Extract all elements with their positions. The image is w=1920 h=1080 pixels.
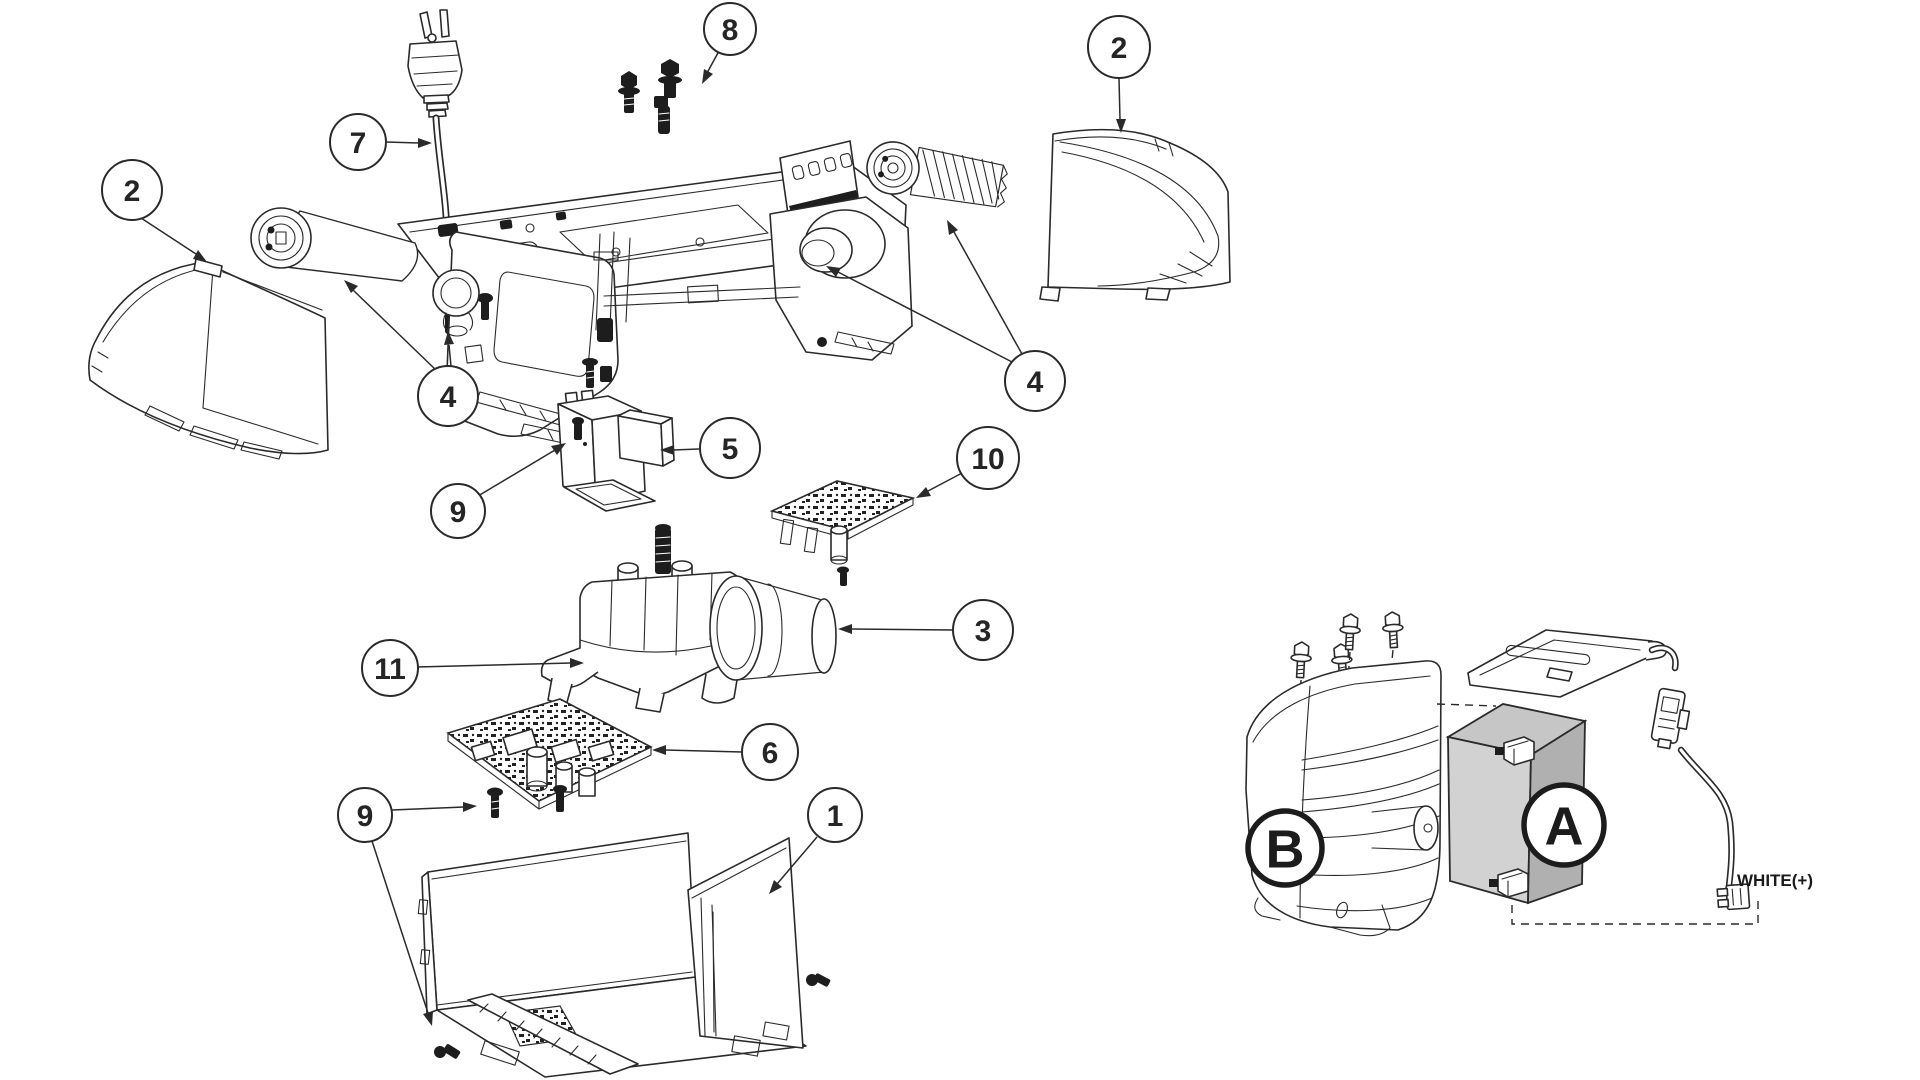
- svg-text:1: 1: [827, 800, 844, 833]
- receiver-board: [769, 480, 916, 586]
- battery-compartment-cover: [1245, 660, 1442, 937]
- callout-8: 8: [703, 2, 757, 56]
- callout-7: 7: [329, 113, 387, 171]
- svg-text:4: 4: [440, 381, 457, 414]
- svg-text:9: 9: [357, 800, 374, 833]
- svg-text:7: 7: [350, 127, 367, 160]
- svg-text:11: 11: [374, 653, 406, 686]
- leader-arrows: [140, 50, 1126, 1026]
- svg-text:5: 5: [722, 433, 739, 466]
- alignment-dashed-lines: [1436, 703, 1759, 925]
- callout-9-lower: 9: [337, 787, 393, 843]
- cover-screws: [434, 973, 831, 1059]
- svg-text:3: 3: [975, 615, 992, 648]
- callout-9-upper: 9: [430, 483, 486, 539]
- capacitor: [250, 207, 419, 282]
- callout-1: 1: [807, 787, 863, 843]
- bottom-cover: [417, 832, 807, 1078]
- mounting-bracket: [1467, 629, 1668, 698]
- motor: [709, 575, 837, 681]
- battery-terminal-bottom: [1489, 868, 1529, 898]
- wire-plug: [1716, 883, 1751, 911]
- ribbed-capacitor: [866, 141, 1008, 208]
- svg-text:10: 10: [971, 443, 1004, 476]
- svg-text:2: 2: [1111, 32, 1128, 65]
- callout-4-right: 4: [1004, 350, 1066, 412]
- transformer: [557, 358, 675, 512]
- logic-board: [446, 698, 653, 810]
- wire-color-label: WHITE(+): [1737, 871, 1813, 890]
- label-b: B: [1245, 808, 1325, 888]
- callout-2-right: 2: [1087, 15, 1151, 79]
- svg-text:6: 6: [762, 737, 779, 770]
- ring-grommet: [432, 269, 480, 337]
- svg-text:2: 2: [124, 175, 141, 208]
- callout-4-left: 4: [417, 365, 479, 427]
- callout-5: 5: [699, 417, 761, 479]
- end-cap-right: [1039, 128, 1231, 302]
- board-screws: [487, 785, 567, 818]
- callout-6: 6: [741, 723, 799, 781]
- callout-11: 11: [361, 639, 419, 697]
- svg-text:9: 9: [450, 496, 467, 529]
- svg-text:4: 4: [1027, 366, 1044, 399]
- wire-harness: [1648, 644, 1751, 911]
- wire-connector-top: [1650, 687, 1691, 750]
- battery-terminal-top: [1495, 736, 1535, 766]
- svg-text:B: B: [1266, 819, 1305, 879]
- svg-text:8: 8: [722, 14, 739, 47]
- callout-10: 10: [956, 426, 1020, 490]
- gearbox: [540, 524, 747, 713]
- svg-text:A: A: [1545, 796, 1584, 856]
- end-cap-left: [88, 258, 329, 460]
- callout-3: 3: [952, 599, 1014, 661]
- label-a: A: [1521, 782, 1607, 868]
- callout-2-left: 2: [101, 159, 163, 221]
- mounting-screws: [618, 59, 682, 134]
